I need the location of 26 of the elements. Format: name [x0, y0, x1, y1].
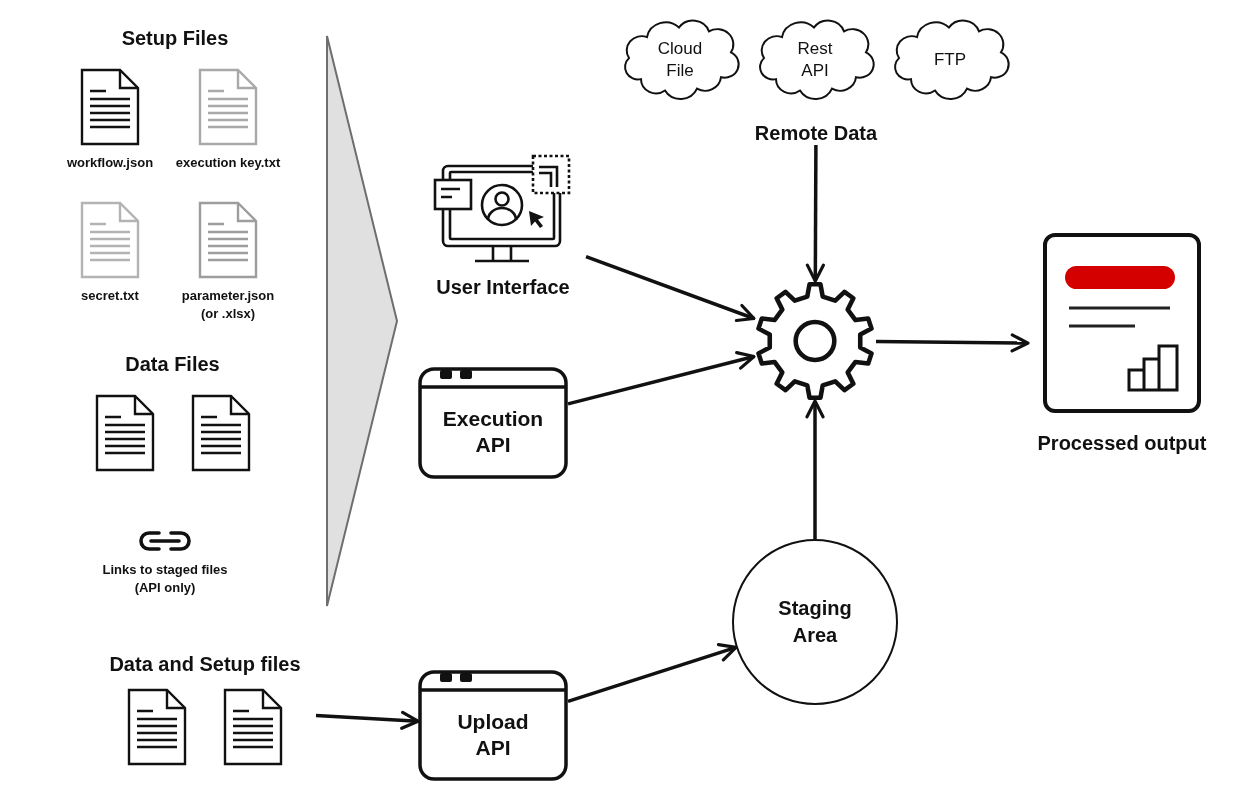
arrow [567, 351, 756, 406]
group-heading: Data Files [125, 352, 220, 376]
arrow [567, 643, 738, 704]
section-heading: Setup Files [120, 26, 230, 50]
node-label: Remote Data [735, 121, 897, 145]
node-label: Upload API [456, 708, 530, 761]
arrow [876, 333, 1030, 353]
file-name: parameter.json (or .xlsx) [180, 287, 276, 323]
arrow [805, 399, 825, 539]
node-label: Rest API [796, 38, 834, 82]
gear-icon [754, 281, 876, 401]
file-name: secret.txt [81, 287, 139, 305]
arrow [585, 254, 756, 323]
node-label: Execution API [441, 406, 545, 458]
node-label: User Interface [436, 275, 570, 299]
file-name: workflow.json [66, 154, 154, 172]
node-label: Processed output [1037, 431, 1207, 455]
arrow [315, 710, 420, 730]
arrow [805, 145, 825, 283]
caption-text: Links to staged files (API only) [101, 561, 229, 597]
node-label: Cloud File [656, 38, 704, 82]
funnel-shape [325, 34, 399, 608]
file-name: execution key.txt [175, 154, 281, 172]
group-heading: Data and Setup files [109, 652, 301, 676]
node-label: Staging Area [777, 596, 853, 648]
node-label: FTP [933, 49, 967, 71]
